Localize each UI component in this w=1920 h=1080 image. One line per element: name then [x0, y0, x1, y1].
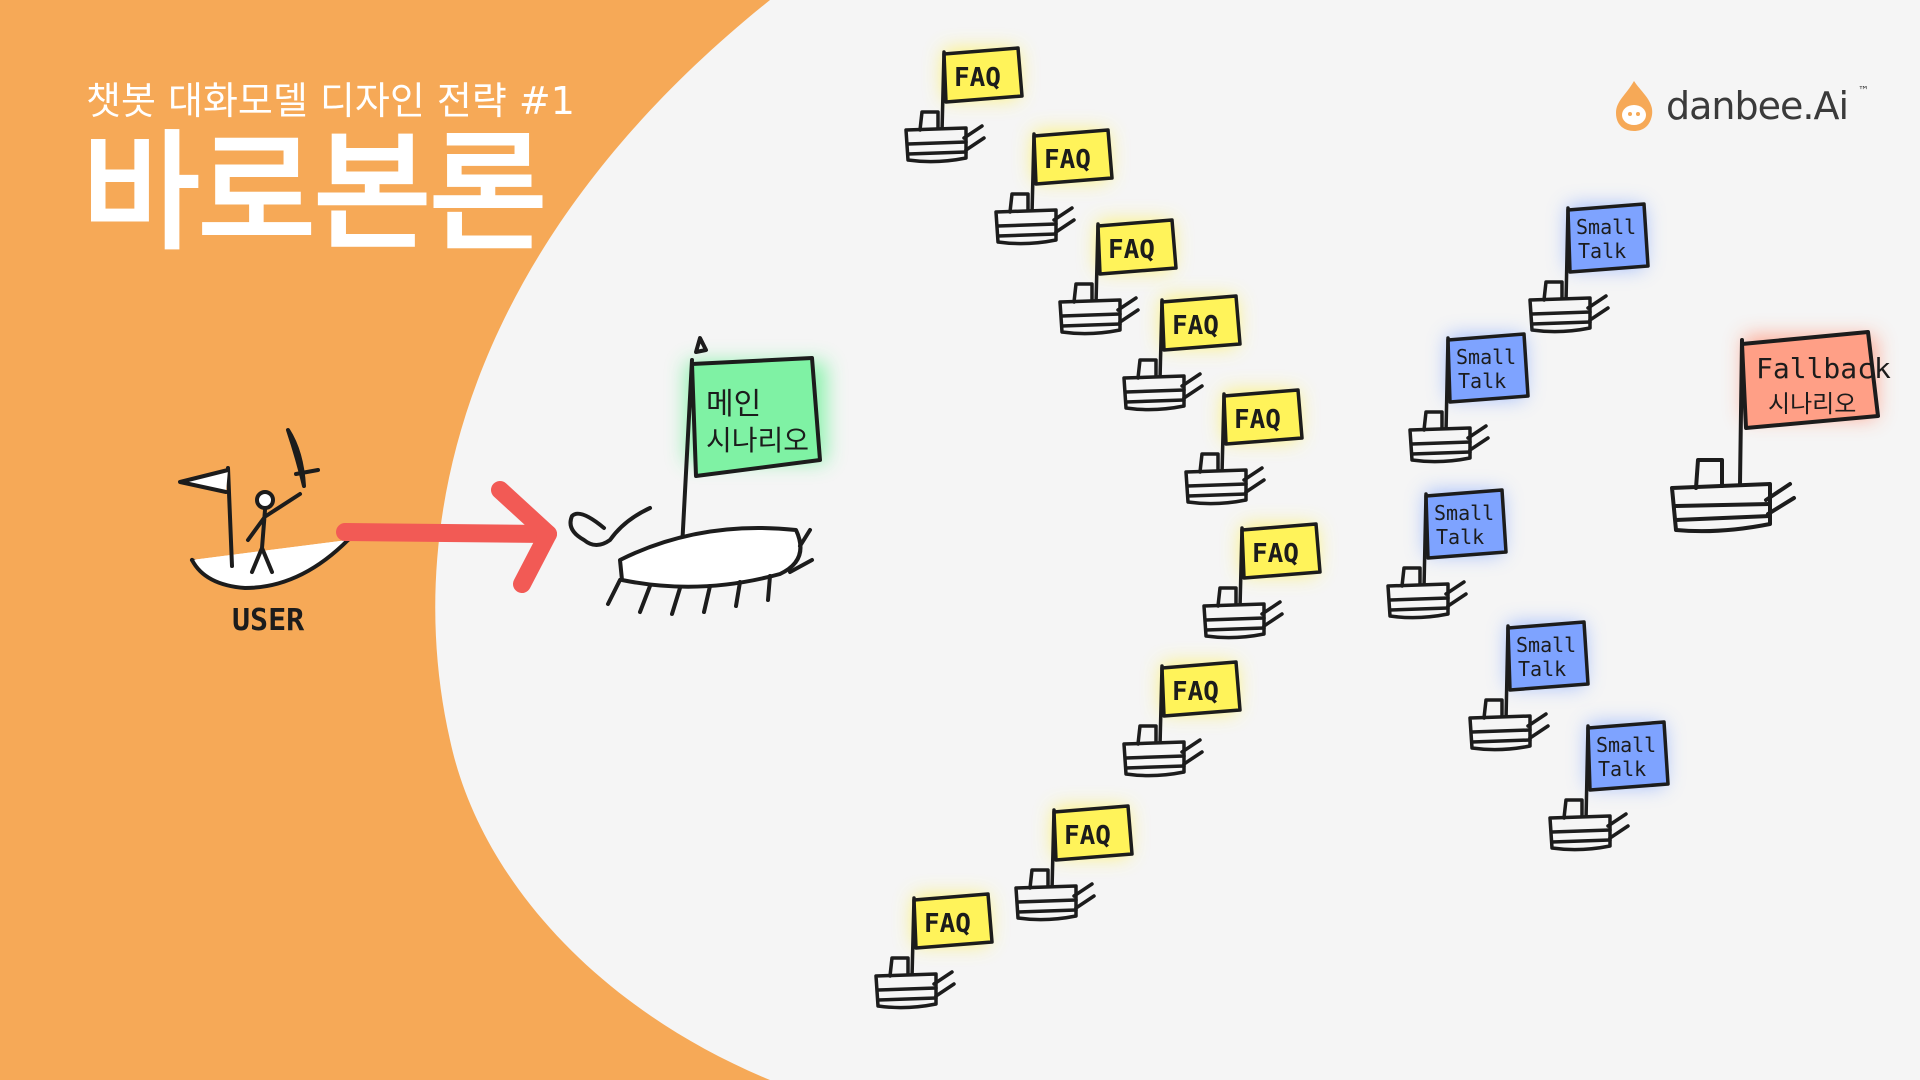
smalltalk-ship-group: SmallTalkSmallTalkSmallTalkSmallTalkSmal…: [1386, 202, 1670, 852]
faq-ship: FAQ: [1184, 388, 1304, 506]
slide-title: 바로본론: [82, 119, 547, 268]
smalltalk-ship-hull: [1548, 720, 1670, 852]
faq-ship-hull: [904, 46, 1024, 164]
faq-flag-label: FAQ: [954, 63, 1001, 93]
main-flag-line1: 메인: [706, 387, 761, 422]
flame-face-icon: [1616, 81, 1653, 131]
faq-flag-label: FAQ: [1108, 235, 1155, 265]
smalltalk-flag-label-line2: Talk: [1598, 757, 1646, 781]
smalltalk-flag-label-line1: Small: [1576, 215, 1636, 239]
faq-flag-label: FAQ: [1234, 405, 1281, 435]
faq-flag-label: FAQ: [1252, 539, 1299, 569]
fallback-flag-line2: 시나리오: [1768, 390, 1856, 418]
smalltalk-ship-hull: [1408, 332, 1530, 464]
faq-ship: FAQ: [874, 892, 994, 1010]
faq-ship: FAQ: [1122, 294, 1242, 412]
smalltalk-flag-label-line2: Talk: [1518, 657, 1566, 681]
faq-flag-label: FAQ: [1172, 677, 1219, 707]
smalltalk-flag-label-line2: Talk: [1458, 369, 1506, 393]
main-scenario-ship: 메인 시나리오: [568, 336, 826, 616]
danbee-logo: danbee.Ai ™: [1612, 76, 1869, 136]
smalltalk-flag-label-line1: Small: [1456, 345, 1516, 369]
faq-ship-hull: [1058, 218, 1178, 336]
smalltalk-ship-hull: [1468, 620, 1590, 752]
faq-flag-label: FAQ: [1064, 821, 1111, 851]
faq-ship: FAQ: [1014, 804, 1134, 922]
faq-flag-label: FAQ: [1172, 311, 1219, 341]
user-boat: [178, 428, 350, 590]
smalltalk-flag-label-line2: Talk: [1578, 239, 1626, 263]
fallback-flag-line1: Fallback: [1756, 352, 1891, 385]
faq-ship-hull: [1122, 294, 1242, 412]
faq-ship-hull: [874, 892, 994, 1010]
smalltalk-flag-label-line1: Small: [1516, 633, 1576, 657]
faq-ship-group: FAQ FAQ FAQ FAQ FAQ FAQ FAQ FAQ FAQ: [874, 46, 1322, 1010]
smalltalk-flag-label-line2: Talk: [1436, 525, 1484, 549]
fallback-ship: Fallback 시나리오: [1670, 330, 1891, 534]
user-label: USER: [232, 603, 305, 638]
faq-ship-hull: [1014, 804, 1134, 922]
faq-ship-hull: [1184, 388, 1304, 506]
smalltalk-ship-hull: [1528, 202, 1650, 334]
smalltalk-flag-label-line1: Small: [1434, 501, 1494, 525]
faq-ship-hull: [1202, 522, 1322, 640]
faq-ship: FAQ: [1122, 660, 1242, 778]
faq-ship: FAQ: [994, 128, 1114, 246]
slide-subtitle: 챗봇 대화모델 디자인 전략 #1: [86, 79, 575, 123]
faq-ship: FAQ: [1202, 522, 1322, 640]
faq-ship-hull: [1122, 660, 1242, 778]
logo-trademark: ™: [1858, 83, 1870, 97]
faq-flag-label: FAQ: [924, 909, 971, 939]
arrow-to-main: [336, 481, 557, 593]
faq-ship: FAQ: [904, 46, 1024, 164]
main-flag-line2: 시나리오: [706, 424, 809, 457]
smalltalk-ship-hull: [1386, 488, 1508, 620]
logo-text: danbee.Ai: [1666, 84, 1849, 128]
faq-ship-hull: [994, 128, 1114, 246]
faq-flag-label: FAQ: [1044, 145, 1091, 175]
smalltalk-flag-label-line1: Small: [1596, 733, 1656, 757]
faq-ship: FAQ: [1058, 218, 1178, 336]
